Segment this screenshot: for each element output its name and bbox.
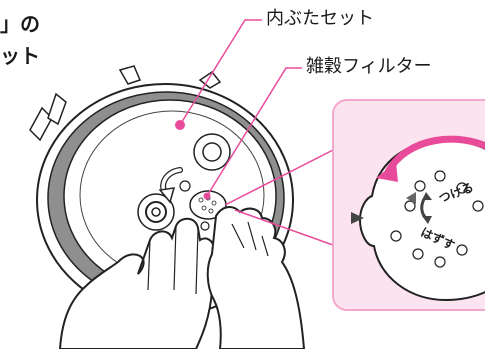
heading-fragment-line2: ット [0, 44, 40, 68]
callout-inner-lid-set: 内ぶたセット [266, 8, 374, 30]
callout-grain-filter: 雑穀フィルター [306, 56, 432, 78]
heading-fragment-line1: 」の [0, 12, 40, 36]
zoom-panel [333, 100, 485, 310]
